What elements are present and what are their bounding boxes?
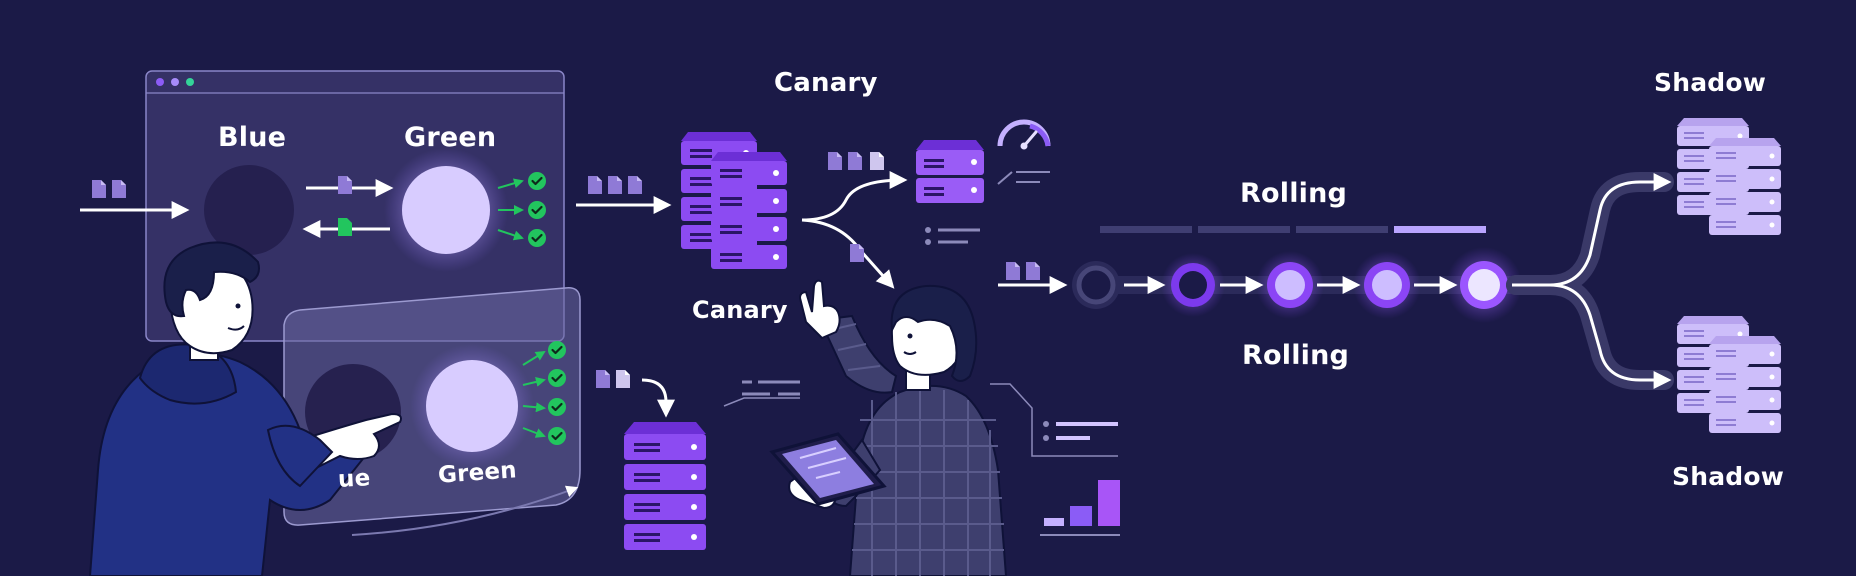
check-icon: [526, 227, 548, 249]
server-rack-icon: [1709, 138, 1781, 235]
document-icon: [1006, 262, 1020, 280]
document-icon: [588, 176, 602, 194]
server-rack-icon: [624, 422, 706, 550]
green-label-bottom: Green: [437, 457, 518, 489]
canary-server-icon: [916, 140, 984, 203]
green-environment-node: [426, 360, 518, 452]
document-icon: [628, 176, 642, 194]
window-dot-icon: [171, 78, 179, 86]
rolling-label-bottom: Rolling: [1242, 340, 1350, 371]
shadow-label-top: Shadow: [1654, 68, 1767, 97]
document-icon: [828, 152, 842, 170]
gauge-icon: [997, 119, 1051, 150]
blue-label: Blue: [218, 122, 287, 153]
document-icon: [616, 370, 630, 388]
rolling-progress-segment: [1296, 226, 1388, 233]
server-rack-icon: [711, 152, 787, 269]
blue-environment-node: [204, 165, 294, 255]
document-icon: [870, 152, 884, 170]
green-environment-node: [402, 166, 490, 254]
check-icon: [526, 199, 548, 221]
check-icon: [546, 396, 568, 418]
blue-label-partial: ue: [337, 465, 372, 493]
canary-label-top: Canary: [774, 68, 878, 98]
check-icon: [546, 339, 568, 361]
document-icon: [596, 370, 610, 388]
check-icon: [546, 367, 568, 389]
rolling-progress-segment: [1394, 226, 1486, 233]
document-icon: [1026, 262, 1040, 280]
bar-chart-icon: [1040, 480, 1120, 536]
check-icon: [526, 170, 548, 192]
document-icon: [338, 218, 352, 236]
green-label: Green: [404, 122, 497, 153]
window-dot-icon: [156, 78, 164, 86]
document-icon: [112, 180, 126, 198]
rolling-progress-segment: [1100, 226, 1192, 233]
document-icon: [92, 180, 106, 198]
rolling-progress-segment: [1198, 226, 1290, 233]
woman-figure: [788, 279, 1008, 576]
man-figure: [88, 241, 402, 576]
check-icon: [546, 425, 568, 447]
document-icon: [608, 176, 622, 194]
canary-label: Canary: [692, 296, 788, 324]
tablet-icon: [769, 432, 887, 506]
document-icon: [850, 244, 864, 262]
window-dot-icon: [186, 78, 194, 86]
rolling-label-top: Rolling: [1240, 178, 1348, 209]
shadow-label-bottom: Shadow: [1672, 462, 1785, 491]
document-icon: [848, 152, 862, 170]
server-rack-icon: [1709, 336, 1781, 433]
